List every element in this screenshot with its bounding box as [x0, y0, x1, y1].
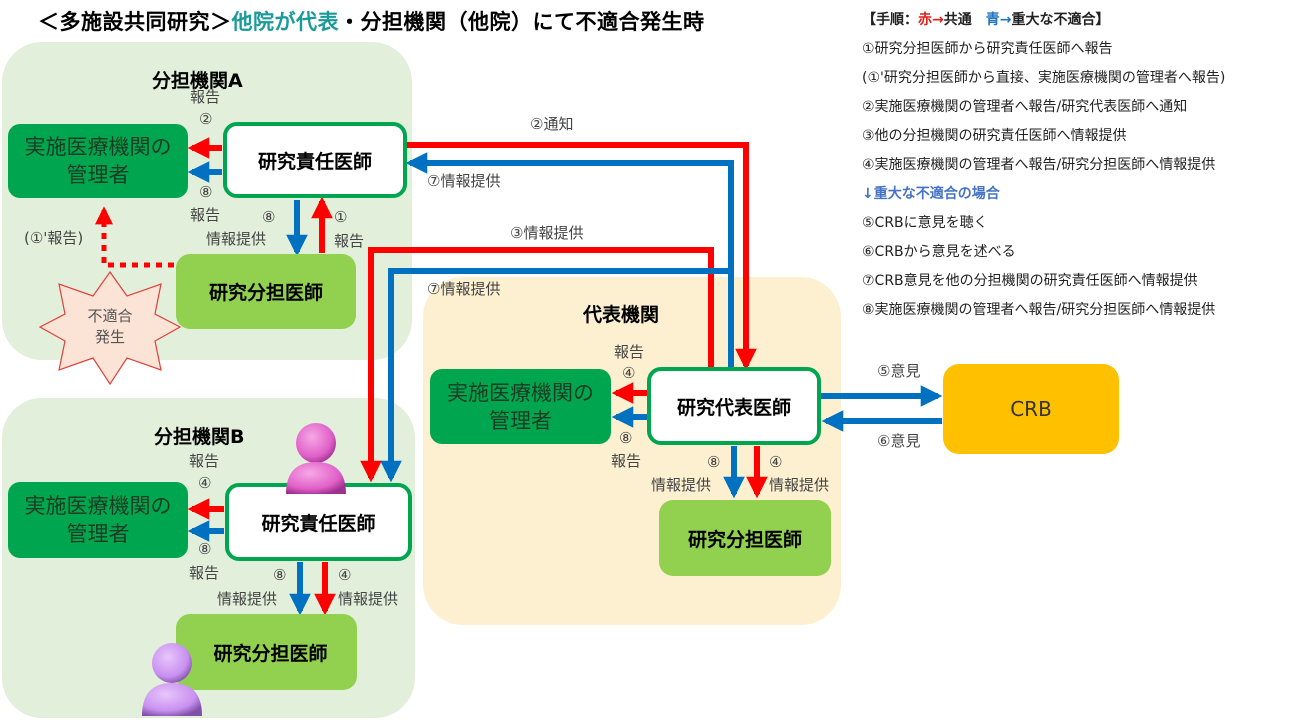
label-info-7-a: ⑦情報提供 — [427, 172, 501, 190]
crb-box[interactable]: CRB — [943, 364, 1119, 454]
lead-manager-label: 実施医療機関の管理者 — [447, 380, 594, 433]
branch-b-label-num4-left: ④ — [198, 474, 212, 492]
legend-head-common: 共通 — [943, 12, 986, 28]
branch-a-title: 分担機関A — [152, 70, 243, 92]
legend-item: ⑧実施医療機関の管理者へ報告/研究分担医師へ情報提供 — [862, 302, 1216, 318]
title-accent: 他院が代表 — [231, 10, 339, 34]
arrow-notify-2-red — [406, 142, 757, 371]
branch-b-label-num8-left: ⑧ — [198, 540, 212, 558]
label-info-3: ③情報提供 — [510, 224, 584, 242]
branch-a-responsible-label: 研究責任医師 — [257, 150, 372, 173]
nonconformity-star-label: 不適合発生 — [80, 306, 140, 348]
legend-item: ⑥CRBから意見を述べる — [862, 244, 1016, 260]
label-opinion-to-crb: ⑤意見 — [877, 362, 921, 380]
title-prefix: ＜多施設共同研究＞ — [38, 10, 232, 34]
lead-sub-doctor-box[interactable]: 研究分担医師 — [659, 500, 831, 576]
lead-label-num4-left: ④ — [622, 364, 636, 382]
legend-head-red: 赤→ — [918, 12, 944, 28]
label-opinion-from-crb: ⑥意見 — [877, 432, 921, 450]
legend-item: ②実施医療機関の管理者へ報告/研究代表医師へ通知 — [862, 99, 1188, 115]
arrow-info-7-to-a-blue — [405, 152, 734, 368]
branch-a-label-direct-report: (①'報告) — [24, 229, 84, 247]
legend-header: 【手順：赤→共通 青→重大な不適合】 — [862, 6, 1225, 35]
arrow-info-3-red — [360, 247, 714, 483]
lead-label-report-bottom: 報告 — [611, 452, 642, 470]
lead-principal-label: 研究代表医師 — [676, 396, 791, 419]
nonconformity-star-text: 不適合発生 — [87, 307, 133, 346]
branch-b-label-info-down-red: 情報提供 — [338, 590, 399, 608]
branch-b-responsible-doctor-box[interactable]: 研究責任医師 — [225, 483, 412, 561]
legend-head-prefix: 【手順： — [862, 12, 918, 28]
lead-label-num4-down: ④ — [769, 453, 783, 471]
arrow-info-7-to-b-blue — [380, 268, 731, 483]
branch-a-label-num2: ② — [199, 110, 213, 128]
page-title: ＜多施設共同研究＞他院が代表・分担機関（他院）にて不適合発生時 — [38, 6, 705, 36]
branch-a-label-num8-left: ⑧ — [199, 183, 213, 201]
label-info-7-b: ⑦情報提供 — [427, 280, 501, 298]
lead-label-report-top: 報告 — [614, 343, 645, 361]
branch-a-label-num1: ① — [334, 208, 348, 226]
branch-a-sub-label: 研究分担医師 — [208, 282, 323, 304]
lead-principal-doctor-box[interactable]: 研究代表医師 — [647, 367, 821, 445]
legend-item: ③他の分担機関の研究責任医師へ情報提供 — [862, 128, 1127, 144]
label-notify-2: ②通知 — [530, 115, 574, 133]
arrow-a-direct-report-dotted — [95, 206, 174, 268]
legend-item: ①研究分担医師から研究責任医師へ報告 — [862, 41, 1113, 57]
lead-label-info-down-red: 情報提供 — [769, 476, 830, 494]
title-suffix: ・分担機関（他院）にて不適合発生時 — [339, 10, 705, 34]
branch-b-label-info-down-blue: 情報提供 — [217, 590, 278, 608]
branch-b-label-report-top: 報告 — [189, 452, 220, 470]
branch-a-label-info-down: 情報提供 — [206, 230, 267, 248]
legend-item: ⑤CRBに意見を聴く — [862, 215, 988, 231]
branch-a-manager-box[interactable]: 実施医療機関の管理者 — [8, 124, 188, 198]
legend-item: (①'研究分担医師から直接、実施医療機関の管理者へ報告) — [862, 70, 1226, 86]
branch-a-responsible-doctor-box[interactable]: 研究責任医師 — [223, 122, 407, 198]
lead-manager-box[interactable]: 実施医療機関の管理者 — [430, 369, 611, 444]
branch-a-label-report-top: 報告 — [190, 88, 221, 106]
branch-b-label-num8-down: ⑧ — [273, 566, 287, 584]
branch-a-label-report-up: 報告 — [334, 232, 365, 250]
crb-label: CRB — [1010, 397, 1052, 421]
branch-b-label-report-bottom: 報告 — [189, 564, 220, 582]
legend-item: ⑦CRB意見を他の分担機関の研究責任医師へ情報提供 — [862, 273, 1198, 289]
legend-head-blue: 青→ — [985, 12, 1012, 28]
branch-a-sub-doctor-box[interactable]: 研究分担医師 — [176, 254, 356, 329]
legend-item: ④実施医療機関の管理者へ報告/研究分担医師へ情報提供 — [862, 157, 1216, 173]
branch-a-label-report-bottom: 報告 — [190, 206, 221, 224]
branch-b-sub-doctor-box[interactable]: 研究分担医師 — [176, 614, 357, 690]
branch-b-label-num4-down: ④ — [338, 566, 352, 584]
branch-b-manager-label: 実施医療機関の管理者 — [24, 494, 172, 546]
branch-a-manager-label: 実施医療機関の管理者 — [24, 135, 172, 187]
lead-label-info-down-blue: 情報提供 — [651, 476, 712, 494]
branch-b-manager-box[interactable]: 実施医療機関の管理者 — [8, 482, 188, 558]
branch-a-label-num8-down: ⑧ — [262, 208, 276, 226]
branch-b-sub-label: 研究分担医師 — [213, 642, 328, 665]
branch-b-responsible-label: 研究責任医師 — [261, 512, 376, 535]
lead-label-num8-down: ⑧ — [707, 453, 721, 471]
branch-b-title: 分担機関B — [154, 426, 245, 448]
lead-sub-label: 研究分担医師 — [687, 528, 802, 551]
procedure-legend: 【手順：赤→共通 青→重大な不適合】 ①研究分担医師から研究責任医師へ報告 (①… — [862, 6, 1225, 325]
lead-institution-title: 代表機関 — [583, 304, 660, 326]
legend-serious-header: ↓重大な不適合の場合 — [862, 186, 1000, 202]
legend-head-serious: 重大な不適合】 — [1011, 12, 1110, 28]
lead-label-num8-left: ⑧ — [619, 429, 633, 447]
